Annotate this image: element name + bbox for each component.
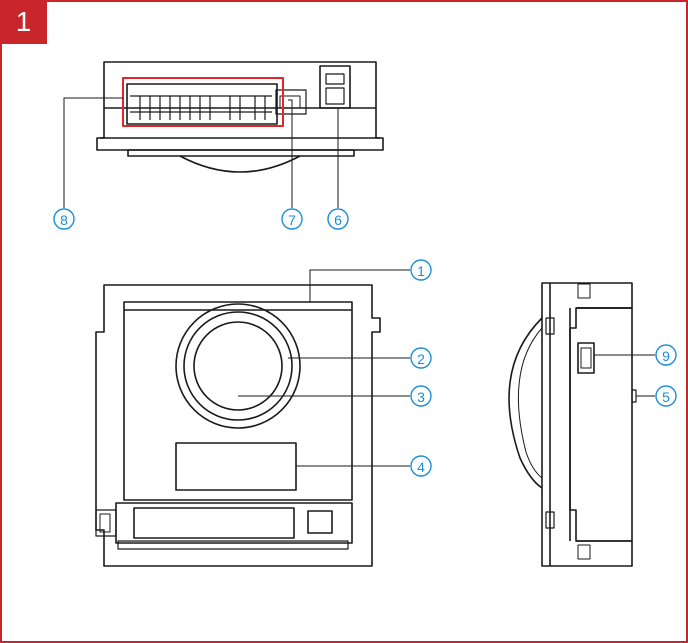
callout-5: 5 (662, 389, 670, 405)
callout-1: 1 (417, 263, 425, 279)
callout-9: 9 (662, 348, 670, 364)
callout-2: 2 (417, 351, 425, 367)
side-view (508, 282, 637, 567)
callout-6: 6 (334, 212, 342, 228)
terminal-pins (130, 95, 272, 120)
rear-view (96, 61, 384, 173)
callout-8: 8 (60, 212, 68, 228)
callout-3: 3 (417, 389, 425, 405)
front-view (95, 284, 381, 567)
panel-number-tab: 1 (0, 0, 47, 44)
callout-7: 7 (288, 212, 296, 228)
callout-4: 4 (417, 459, 425, 475)
